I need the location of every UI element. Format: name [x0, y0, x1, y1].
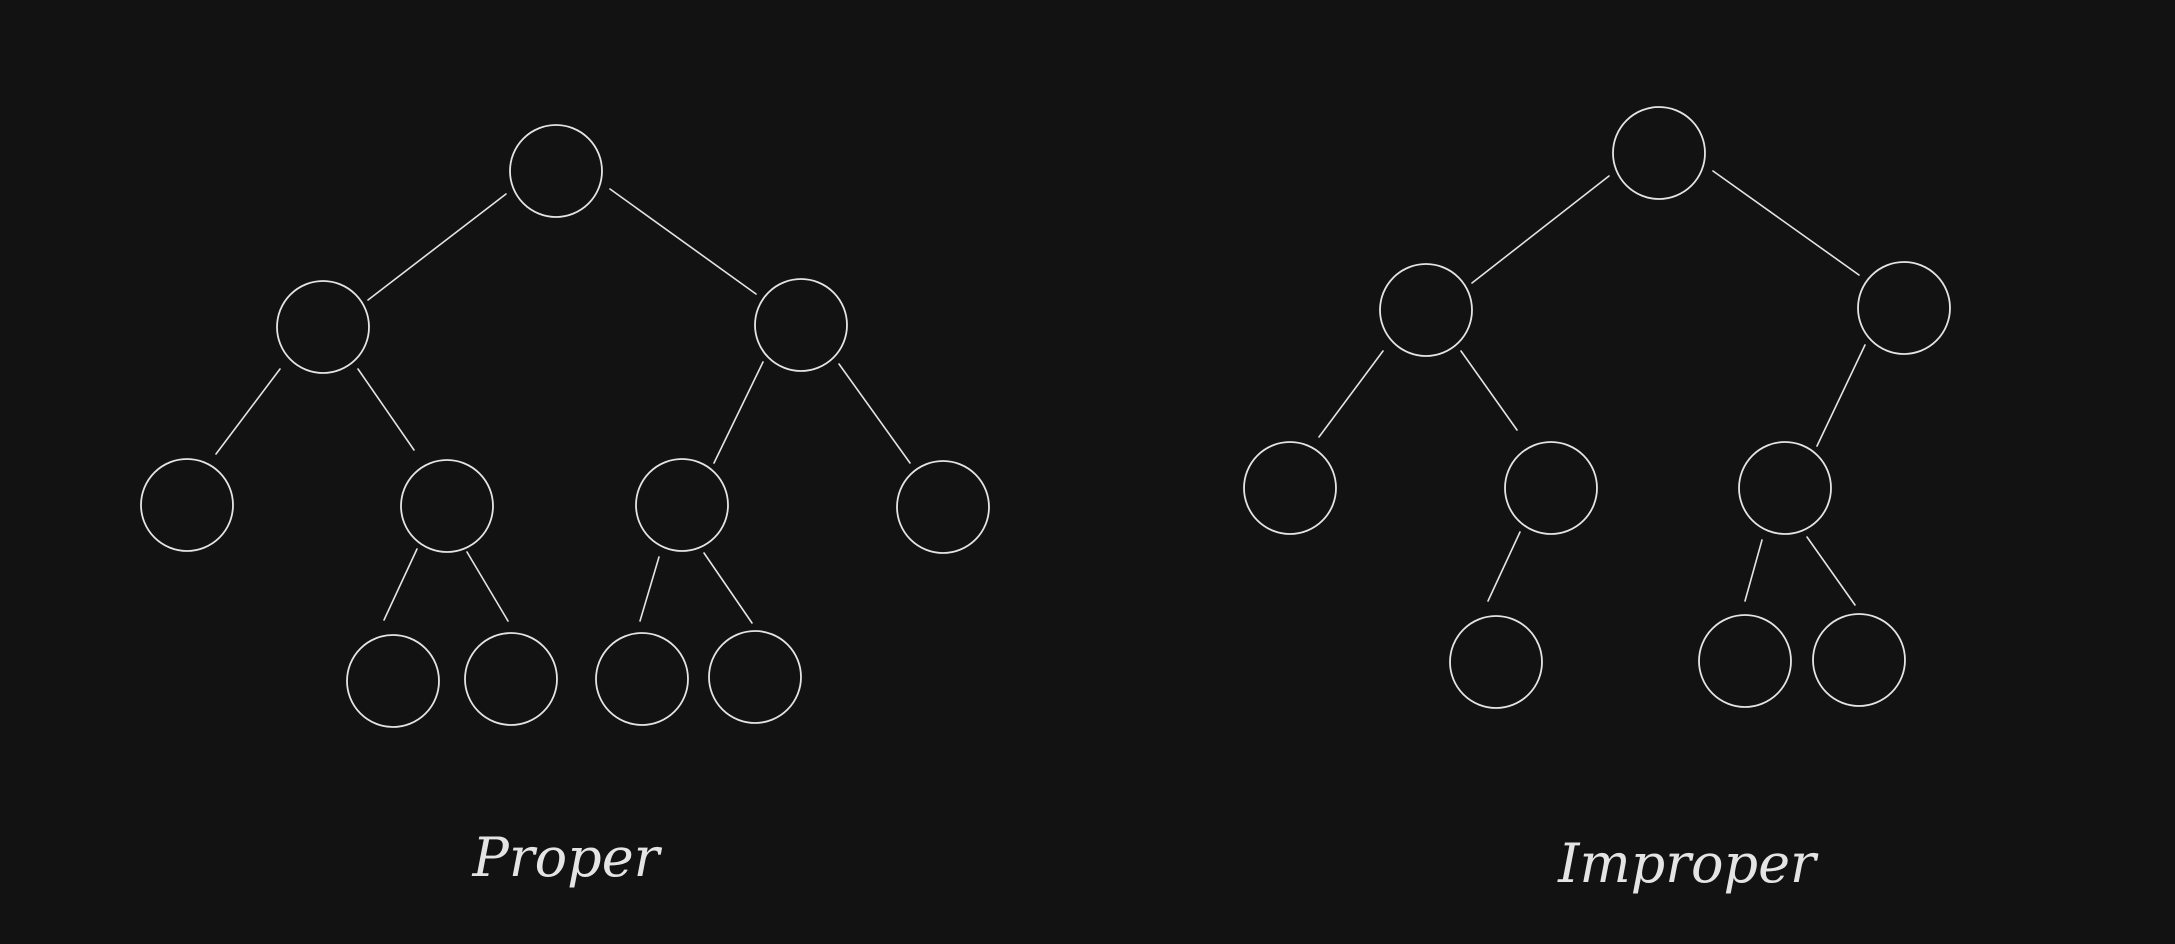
tree-edge [1471, 175, 1610, 284]
tree-edge [713, 361, 764, 464]
tree-edge [357, 368, 415, 451]
tree-edge [838, 363, 911, 464]
tree-edge [466, 551, 509, 622]
improper-label: Improper [1557, 832, 1819, 895]
tree-node [1857, 261, 1951, 355]
tree-edge [1744, 539, 1763, 602]
tree-node [1504, 441, 1598, 535]
tree-node [464, 632, 558, 726]
tree-node [276, 280, 370, 374]
tree-node [400, 459, 494, 553]
tree-edge [215, 368, 281, 455]
tree-node [1738, 441, 1832, 535]
tree-edge [1460, 350, 1518, 431]
tree-edge [1487, 531, 1521, 602]
tree-node [708, 630, 802, 724]
tree-edge [367, 193, 507, 301]
tree-edge [1806, 536, 1856, 606]
tree-edge [383, 548, 418, 621]
tree-node [595, 632, 689, 726]
tree-node [1812, 613, 1906, 707]
tree-node [635, 458, 729, 552]
tree-edge [1712, 170, 1860, 276]
tree-node [509, 124, 603, 218]
tree-edge [609, 188, 757, 295]
tree-edge [703, 552, 753, 624]
tree-node [754, 278, 848, 372]
tree-node [896, 460, 990, 554]
tree-node [1612, 106, 1706, 200]
tree-node [346, 634, 440, 728]
tree-edge [1318, 350, 1384, 438]
tree-node [1243, 441, 1337, 535]
tree-edge [639, 556, 660, 622]
proper-label: Proper [472, 826, 663, 889]
improper-tree: Improper [1243, 106, 1951, 895]
tree-edge [1816, 344, 1866, 447]
tree-node [1698, 614, 1792, 708]
proper-tree: Proper [140, 124, 990, 889]
tree-node [1449, 615, 1543, 709]
tree-node [1379, 263, 1473, 357]
tree-node [140, 458, 234, 552]
